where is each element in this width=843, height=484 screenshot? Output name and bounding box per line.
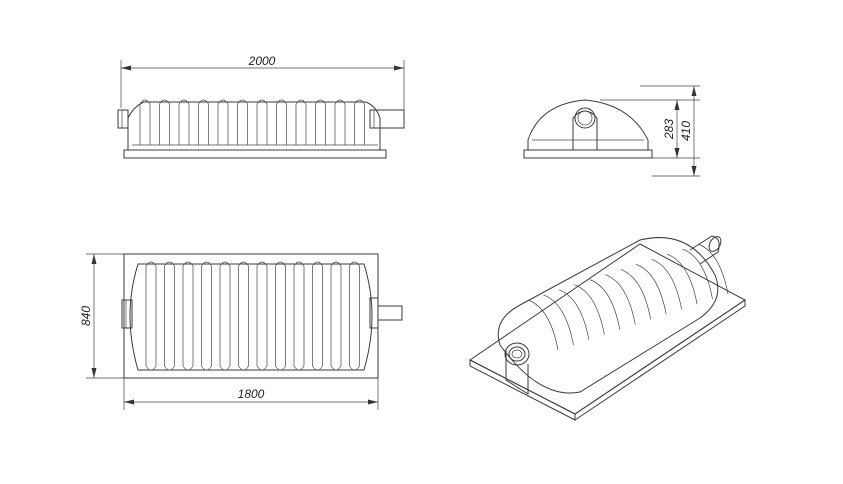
dimension-height-410: 410 xyxy=(679,121,693,141)
isometric-view xyxy=(469,235,746,421)
dimension-length-1800: 1800 xyxy=(238,387,265,401)
dimension-height-283: 283 xyxy=(662,119,676,140)
side-view: 283 410 xyxy=(523,85,700,177)
plan-view: 840 1800 xyxy=(79,253,403,410)
front-view: 2000 xyxy=(117,54,405,159)
dimension-length-2000: 2000 xyxy=(248,54,276,68)
dimension-width-840: 840 xyxy=(79,306,93,326)
